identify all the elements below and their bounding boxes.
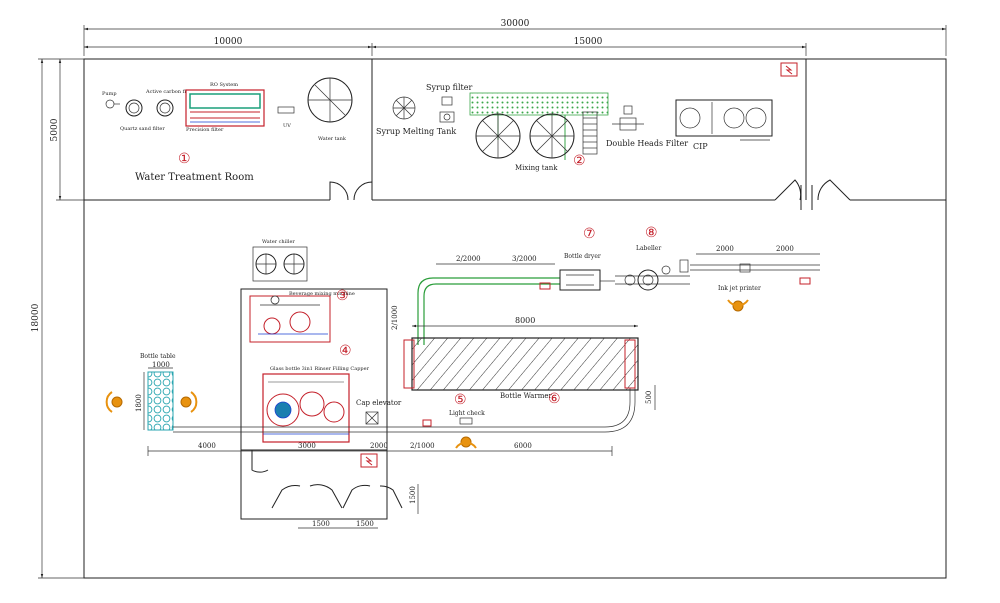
dim-4000-label: 4000	[198, 442, 216, 450]
bottle-warmer-icon	[403, 337, 639, 391]
beverage-mixing-machine-icon	[249, 295, 331, 343]
bottle-table-label: Bottle table	[140, 353, 176, 360]
stairs-icon	[582, 111, 598, 155]
operator-icon-left	[105, 391, 123, 413]
water-tank-label: Water tank	[318, 136, 347, 142]
water-tank-icon	[307, 77, 353, 123]
labeller-number: ⑧	[645, 225, 658, 241]
bottle-table-icon	[147, 371, 174, 431]
bottle-dryer-number: ⑦	[583, 226, 596, 242]
dim-left-width-label: 10000	[214, 37, 243, 47]
bottle-warmer-label: Bottle Warmer	[500, 392, 552, 400]
water-room-label: Water Treatment Room	[135, 172, 254, 183]
quartz-sand-filter-label: Quartz sand filter	[120, 126, 165, 132]
double-heads-filter-icon	[612, 105, 644, 131]
dim-total-height-label: 18000	[31, 303, 41, 332]
syrup-filter-icon	[439, 96, 455, 123]
ink-jet-printer-icon	[739, 263, 751, 273]
ro-system-icon	[185, 89, 265, 127]
dim-top-height-label: 5000	[50, 118, 60, 141]
dim-2000-b-label: 2000	[776, 245, 794, 253]
building-outline	[83, 58, 947, 579]
bottle-dryer-label: Bottle dryer	[564, 253, 601, 260]
conveyor-lines	[173, 264, 820, 433]
electrical-panel-icon-2	[360, 453, 378, 468]
dim-total-width-label: 30000	[501, 19, 530, 29]
dim-1500-a-label: 1500	[312, 520, 330, 528]
dim-bottle-table-depth: 1800	[135, 394, 143, 412]
cap-elevator-label: Cap elevator	[356, 399, 402, 407]
operator-icon-right	[180, 391, 198, 413]
dim-500-label: 500	[645, 391, 653, 404]
filling-number: ④	[339, 343, 352, 359]
dim-bottom-conveyor	[147, 446, 613, 456]
operator-icon-labeller	[727, 299, 749, 312]
pump-label: Pump	[102, 91, 117, 97]
filling-label: Glass bottle 3in1 Rinser Filling Capper	[270, 366, 370, 372]
active-carbon-filter-label: Active carbon filter	[145, 89, 195, 95]
cip-label: CIP	[693, 142, 708, 151]
dim-total-width	[83, 25, 947, 56]
dim-3-2000-label: 3/2000	[512, 255, 537, 263]
active-carbon-filter-icon	[156, 99, 174, 117]
light-check-number: ⑤	[454, 392, 467, 408]
quartz-sand-filter-icon	[125, 99, 143, 117]
filling-machine-icon	[262, 373, 350, 443]
dim-segment-widths	[84, 43, 807, 56]
dim-bottle-table	[143, 367, 173, 430]
ink-jet-printer-label: Ink jet printer	[718, 285, 761, 292]
cip-icon	[675, 99, 773, 141]
pump-icon	[105, 99, 120, 109]
syrup-filter-label: Syrup filter	[426, 83, 472, 92]
cap-elevator-icon	[365, 411, 379, 425]
conveyor-end-markers	[422, 277, 811, 427]
dim-bottom-doors	[298, 484, 419, 529]
operator-icon-light-check	[455, 436, 477, 449]
ro-system-label: RO System	[210, 82, 238, 88]
water-chiller-label: Water chiller	[262, 239, 295, 245]
water-chiller-icon	[252, 246, 308, 282]
uv-label: UV	[283, 123, 291, 129]
labeller-icon	[615, 259, 690, 291]
bottle-dryer-icon	[559, 269, 601, 291]
dim-1500-v-label: 1500	[409, 486, 417, 504]
beverage-mixing-label: Beverage mixing machine	[289, 291, 355, 297]
dim-2-1000-vert-label: 2/1000	[391, 305, 399, 330]
syrup-area-number: ②	[573, 153, 586, 169]
uv-icon	[277, 106, 295, 114]
door-syrup-room	[774, 179, 851, 210]
dim-2-1000-label: 2/1000	[410, 442, 435, 450]
light-check-label: Light check	[449, 410, 485, 417]
water-room-number: ①	[178, 151, 191, 167]
dim-bottle-table-width: 1000	[152, 361, 170, 369]
dim-3000-label: 3000	[298, 442, 316, 450]
electrical-panel-icon	[780, 62, 798, 77]
dim-2000-a-label: 2000	[716, 245, 734, 253]
dim-conveyor-top	[436, 253, 820, 265]
mixing-tank-1-icon	[475, 113, 521, 159]
labeller-label: Labeller	[636, 245, 661, 252]
bottle-warmer-number: ⑥	[548, 391, 561, 407]
precision-filter-label: Precision filter	[186, 127, 224, 133]
syrup-melting-tank-icon	[392, 96, 416, 120]
dim-heights	[38, 58, 84, 579]
beverage-mixing-number: ③	[336, 288, 349, 304]
dim-2000-c-label: 2000	[370, 442, 388, 450]
double-heads-filter-label: Double Heads Filter	[606, 139, 688, 148]
filling-room-walls	[240, 288, 388, 520]
dim-right-width-label: 15000	[574, 37, 603, 47]
door-filling-room	[251, 450, 403, 509]
dim-6000-label: 6000	[514, 442, 532, 450]
dim-1500-b-label: 1500	[356, 520, 374, 528]
platform-hatch	[469, 92, 609, 160]
light-check-icon	[459, 417, 473, 425]
dim-2-2000-label: 2/2000	[456, 255, 481, 263]
door-water-room	[329, 181, 373, 201]
mixing-tank-label: Mixing tank	[515, 164, 558, 172]
syrup-melting-tank-label: Syrup Melting Tank	[376, 127, 456, 136]
mixing-tank-2-icon	[529, 113, 575, 159]
dim-bottle-warmer-label: 8000	[515, 316, 535, 325]
